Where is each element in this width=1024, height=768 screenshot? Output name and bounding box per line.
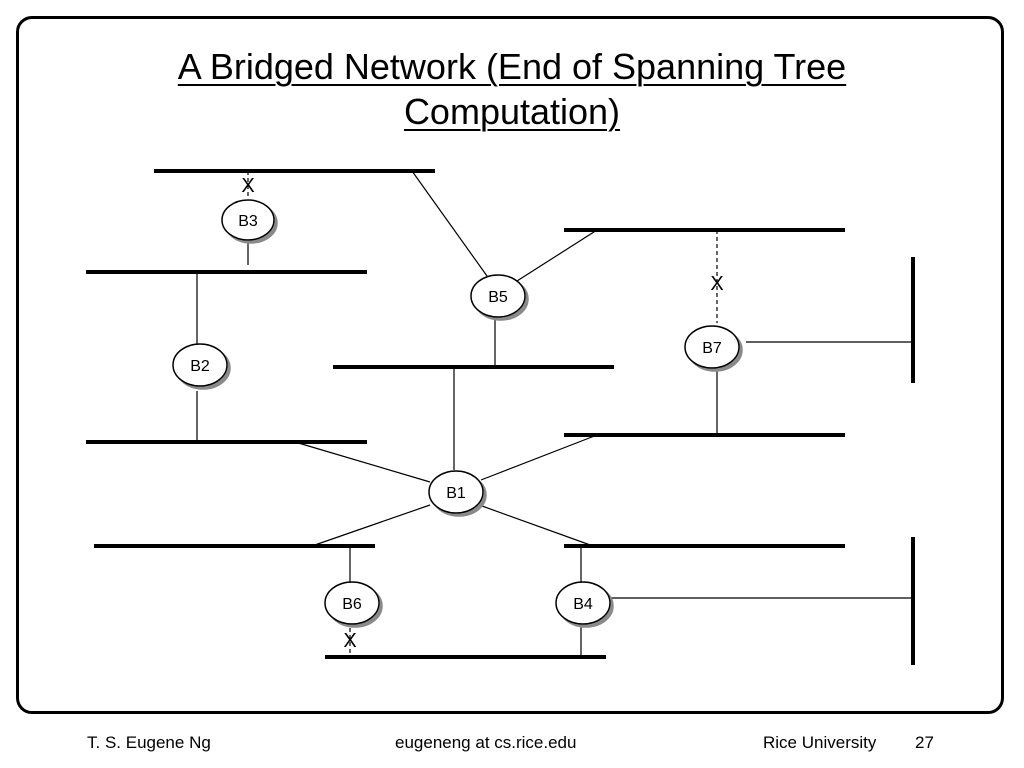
slide-title: A Bridged Network (End of Spanning Tree … xyxy=(60,44,964,134)
bridge-b7: B7 xyxy=(684,325,740,369)
link-b1-lan-bottom-right xyxy=(481,505,594,547)
bridge-label: B7 xyxy=(702,340,722,357)
bridge-b3: B3 xyxy=(221,199,275,241)
link-b5-lan-right xyxy=(516,229,598,282)
blocked-port-mark: X xyxy=(343,630,356,652)
bridge-b6: B6 xyxy=(324,581,380,625)
slide-title-line-1: A Bridged Network (End of Spanning Tree xyxy=(177,46,847,87)
bridge-label: B4 xyxy=(573,596,593,613)
slide-page-number: 27 xyxy=(915,733,934,752)
bridge-label: B2 xyxy=(190,358,210,375)
bridge-b4: B4 xyxy=(555,581,611,625)
blocked-port-mark: X xyxy=(710,273,723,295)
bridge-label: B3 xyxy=(238,213,258,230)
link-b5-lan-top xyxy=(411,170,488,277)
footer-author: T. S. Eugene Ng xyxy=(87,733,211,752)
bridge-label: B1 xyxy=(446,485,466,502)
bridge-b2: B2 xyxy=(172,343,228,387)
footer-email: eugeneng at cs.rice.edu xyxy=(395,733,577,752)
bridge-b1: B1 xyxy=(428,470,484,514)
bridge-label: B6 xyxy=(342,596,362,613)
slide-title-line-2: Computation) xyxy=(403,91,621,132)
bridge-label: B5 xyxy=(488,289,508,306)
link-b1-lan-left xyxy=(294,441,431,483)
footer-institution: Rice University xyxy=(763,733,877,752)
link-b1-lan-right xyxy=(480,434,598,481)
link-b1-lan-bottom-left xyxy=(311,504,431,547)
bridge-b5: B5 xyxy=(470,274,526,318)
blocked-port-mark: X xyxy=(241,175,254,197)
slide-frame xyxy=(16,16,1004,714)
